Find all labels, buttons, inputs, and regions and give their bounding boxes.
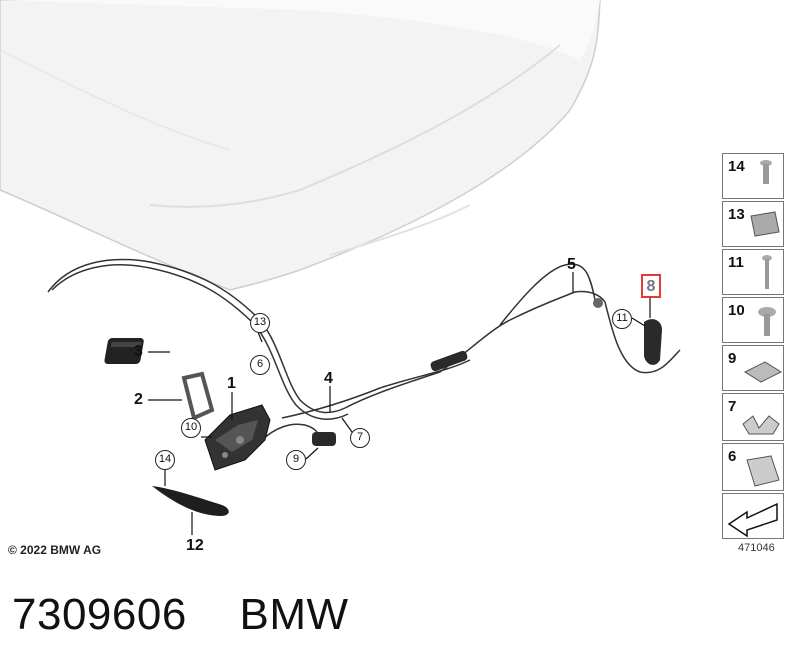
legend-number: 9 <box>728 350 737 367</box>
hood-panel <box>0 0 601 291</box>
screw-icon <box>760 160 772 184</box>
legend-item-9: 9 <box>722 345 784 391</box>
legend-number: 14 <box>728 158 745 175</box>
legend-number: 6 <box>728 448 737 465</box>
legend-item-arrow <box>722 493 784 539</box>
callout-8-highlighted: 8 <box>641 274 661 298</box>
nut-clip-icon <box>743 361 783 383</box>
cable-end <box>593 298 603 308</box>
callout-6: 6 <box>250 355 270 375</box>
retainer-clip-icon <box>746 455 780 487</box>
clip-icon <box>750 211 780 237</box>
callout-14: 14 <box>155 450 175 470</box>
legend-number: 13 <box>728 206 745 223</box>
leader-lines <box>148 272 651 535</box>
legend-item-13: 13 <box>722 201 784 247</box>
legend-number: 11 <box>728 254 744 271</box>
legend-item-7: 7 <box>722 393 784 441</box>
callout-10: 10 <box>181 418 201 438</box>
callout-9: 9 <box>286 450 306 470</box>
legend-item-6: 6 <box>722 443 784 491</box>
callout-1: 1 <box>227 375 236 392</box>
callout-2: 2 <box>134 391 143 408</box>
callout-3: 3 <box>134 343 143 360</box>
brand-name: BMW <box>239 590 349 639</box>
copyright-text: © 2022 BMW AG <box>8 543 102 557</box>
callout-7: 7 <box>350 428 370 448</box>
callout-4: 4 <box>324 370 333 387</box>
cable-clip-9 <box>312 432 336 446</box>
legend-item-11: 11 <box>722 249 784 295</box>
part-2-bracket <box>181 371 215 421</box>
arrow-icon <box>727 502 778 538</box>
spring-clip-icon <box>742 415 780 435</box>
washer-bolt-icon <box>758 307 776 336</box>
part-11-grommet <box>644 319 662 365</box>
legend-item-10: 10 <box>722 297 784 343</box>
catalog-number: 471046 <box>738 542 775 554</box>
part-3-cover <box>104 338 144 364</box>
legend-item-14: 14 <box>722 153 784 199</box>
callout-5: 5 <box>567 256 576 273</box>
callout-13: 13 <box>250 313 270 333</box>
part-12-trim <box>152 486 229 516</box>
footer: 7309606 BMW <box>12 590 389 640</box>
bolt-icon <box>762 255 772 289</box>
release-cables <box>47 258 681 441</box>
cable-sleeve <box>430 350 468 372</box>
legend-number: 7 <box>728 398 737 415</box>
part-number: 7309606 <box>12 590 187 639</box>
callout-11: 11 <box>612 309 632 329</box>
callout-12: 12 <box>186 537 204 554</box>
legend-number: 10 <box>728 302 745 319</box>
part-1-lock <box>204 404 271 471</box>
